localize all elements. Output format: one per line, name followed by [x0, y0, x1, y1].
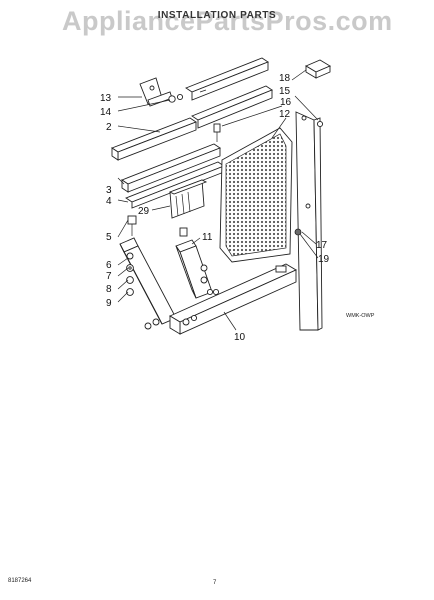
callout-15: 15: [279, 86, 291, 97]
watermark: AppliancePartsPros.com: [62, 6, 393, 36]
foam-part-18: [305, 59, 331, 79]
callout-16: 16: [280, 97, 292, 108]
bottom-hardware: [144, 314, 198, 330]
bolt-part-9: [126, 288, 134, 296]
rail-part-4: [125, 161, 225, 209]
callout-9: 9: [106, 298, 112, 309]
channel-part-15: [295, 111, 323, 331]
washer-part-7: [126, 264, 134, 272]
page-number: 7: [213, 580, 217, 586]
callout-7: 7: [106, 271, 112, 282]
callout-11: 11: [202, 232, 213, 243]
bottom-rail-part-10: [169, 263, 297, 335]
bracket-part-13: [139, 77, 173, 107]
diagram-code: WMK-OWP: [346, 313, 375, 319]
callout-8: 8: [106, 284, 112, 295]
callout-2: 2: [106, 122, 112, 133]
document-number: 8187264: [8, 578, 32, 584]
callout-4: 4: [106, 196, 112, 207]
callout-5: 5: [106, 232, 112, 243]
panel-part-12: [219, 127, 293, 263]
seal-part-29: [168, 179, 208, 219]
top-rail-lower: [191, 85, 273, 129]
callout-10: 10: [234, 332, 246, 343]
bracket-part-11: [175, 227, 220, 299]
callout-13: 13: [100, 93, 112, 104]
callout-19: 19: [318, 254, 330, 265]
callout-18: 18: [279, 73, 291, 84]
screw-part-16: [213, 123, 221, 142]
screw-part-5: [127, 215, 137, 236]
top-rail-upper: [185, 57, 269, 101]
callout-17: 17: [316, 240, 328, 251]
rail-part-3: [121, 143, 221, 193]
rail-part-2: [111, 117, 197, 161]
screw-part-14: [168, 93, 184, 103]
diagram-title: INSTALLATION PARTS: [157, 10, 277, 21]
callout-14: 14: [100, 107, 112, 118]
callout-6: 6: [106, 260, 112, 271]
callout-29: 29: [138, 206, 150, 217]
leader-lines: [117, 69, 319, 331]
screw-part-19: [294, 228, 302, 236]
callout-12: 12: [279, 109, 291, 120]
screw-part-17: [316, 120, 324, 128]
nut-part-8: [126, 276, 134, 284]
callout-3: 3: [106, 185, 112, 196]
